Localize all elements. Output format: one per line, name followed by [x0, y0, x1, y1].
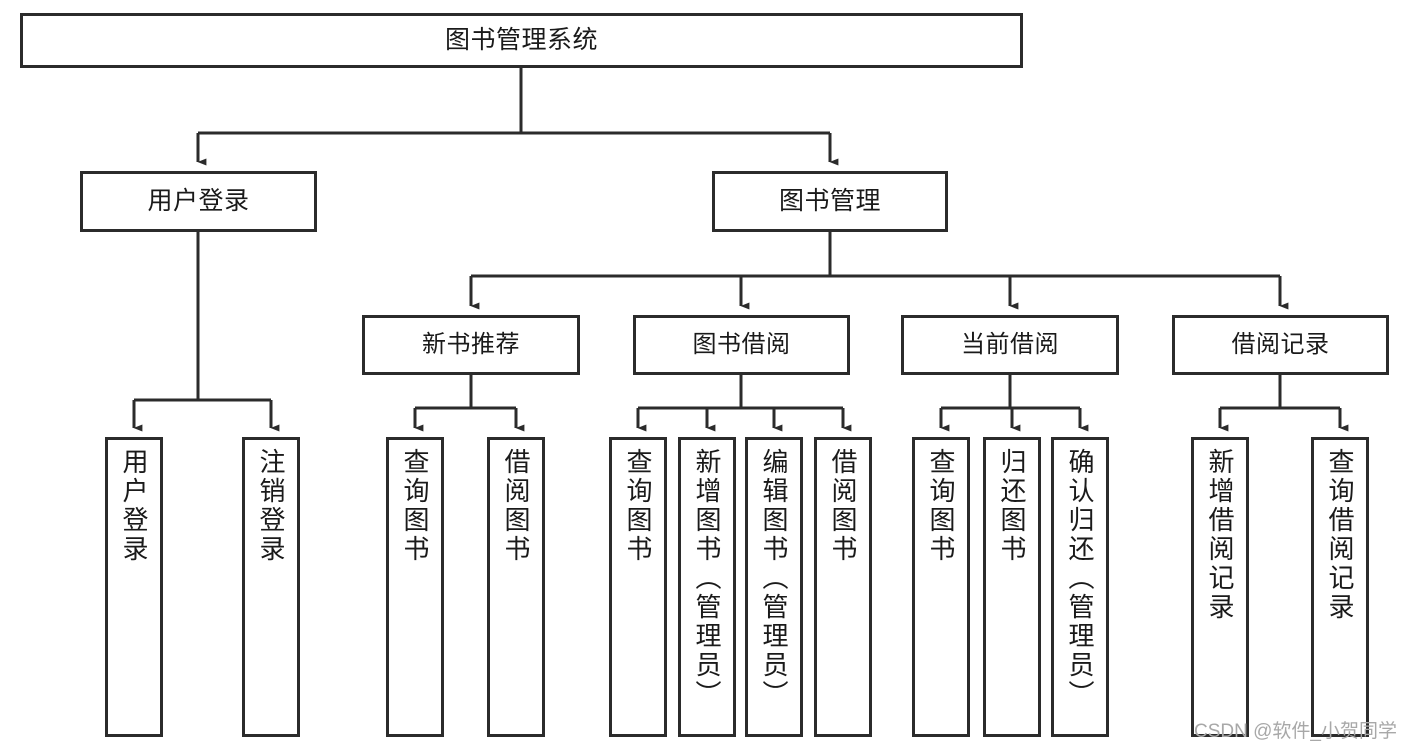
node-user-login[interactable]: 用户登录 — [80, 171, 317, 232]
node-new-book-recommend[interactable]: 新书推荐 — [362, 315, 580, 375]
node-borrow-record-label: 借阅记录 — [1231, 331, 1330, 359]
node-leaf-query-record[interactable]: 查询借阅记录 — [1311, 437, 1369, 737]
node-leaf-query-book-2-label: 查询图书 — [623, 448, 653, 564]
node-leaf-add-book-label: 新增图书（管理员） — [692, 448, 722, 709]
node-root[interactable]: 图书管理系统 — [20, 13, 1023, 68]
node-current-borrow[interactable]: 当前借阅 — [901, 315, 1119, 375]
node-leaf-borrow-book-2-label: 借阅图书 — [828, 448, 858, 564]
node-leaf-query-book-3-label: 查询图书 — [926, 448, 956, 564]
node-leaf-add-book[interactable]: 新增图书（管理员） — [678, 437, 736, 737]
node-user-login-label: 用户登录 — [147, 187, 250, 216]
node-leaf-borrow-book-1-label: 借阅图书 — [501, 448, 531, 564]
node-leaf-return-book[interactable]: 归还图书 — [983, 437, 1041, 737]
node-leaf-user-logout[interactable]: 注销登录 — [242, 437, 300, 737]
node-leaf-query-book-1[interactable]: 查询图书 — [386, 437, 444, 737]
node-book-borrow[interactable]: 图书借阅 — [633, 315, 850, 375]
node-leaf-query-book-2[interactable]: 查询图书 — [609, 437, 667, 737]
node-leaf-return-book-label: 归还图书 — [997, 448, 1027, 564]
csdn-watermark: CSDN @软件_小贺同学 — [1194, 721, 1397, 742]
node-borrow-record[interactable]: 借阅记录 — [1172, 315, 1389, 375]
node-leaf-user-logout-label: 注销登录 — [256, 448, 286, 564]
node-book-borrow-label: 图书借阅 — [692, 331, 791, 359]
node-leaf-user-login-label: 用户登录 — [119, 448, 149, 564]
node-leaf-query-book-1-label: 查询图书 — [400, 448, 430, 564]
node-leaf-confirm-return-label: 确认归还（管理员） — [1065, 448, 1095, 709]
node-leaf-borrow-book-2[interactable]: 借阅图书 — [814, 437, 872, 737]
node-current-borrow-label: 当前借阅 — [961, 331, 1059, 359]
node-leaf-edit-book[interactable]: 编辑图书（管理员） — [745, 437, 803, 737]
node-leaf-add-record-label: 新增借阅记录 — [1205, 448, 1235, 622]
node-book-manage[interactable]: 图书管理 — [712, 171, 948, 232]
node-root-label: 图书管理系统 — [444, 26, 598, 55]
node-leaf-borrow-book-1[interactable]: 借阅图书 — [487, 437, 545, 737]
node-leaf-edit-book-label: 编辑图书（管理员） — [759, 448, 789, 709]
node-leaf-confirm-return[interactable]: 确认归还（管理员） — [1051, 437, 1109, 737]
node-book-manage-label: 图书管理 — [778, 187, 881, 216]
node-new-book-recommend-label: 新书推荐 — [422, 331, 520, 359]
node-leaf-add-record[interactable]: 新增借阅记录 — [1191, 437, 1249, 737]
node-leaf-query-record-label: 查询借阅记录 — [1325, 448, 1355, 622]
node-leaf-query-book-3[interactable]: 查询图书 — [912, 437, 970, 737]
node-leaf-user-login[interactable]: 用户登录 — [105, 437, 163, 737]
